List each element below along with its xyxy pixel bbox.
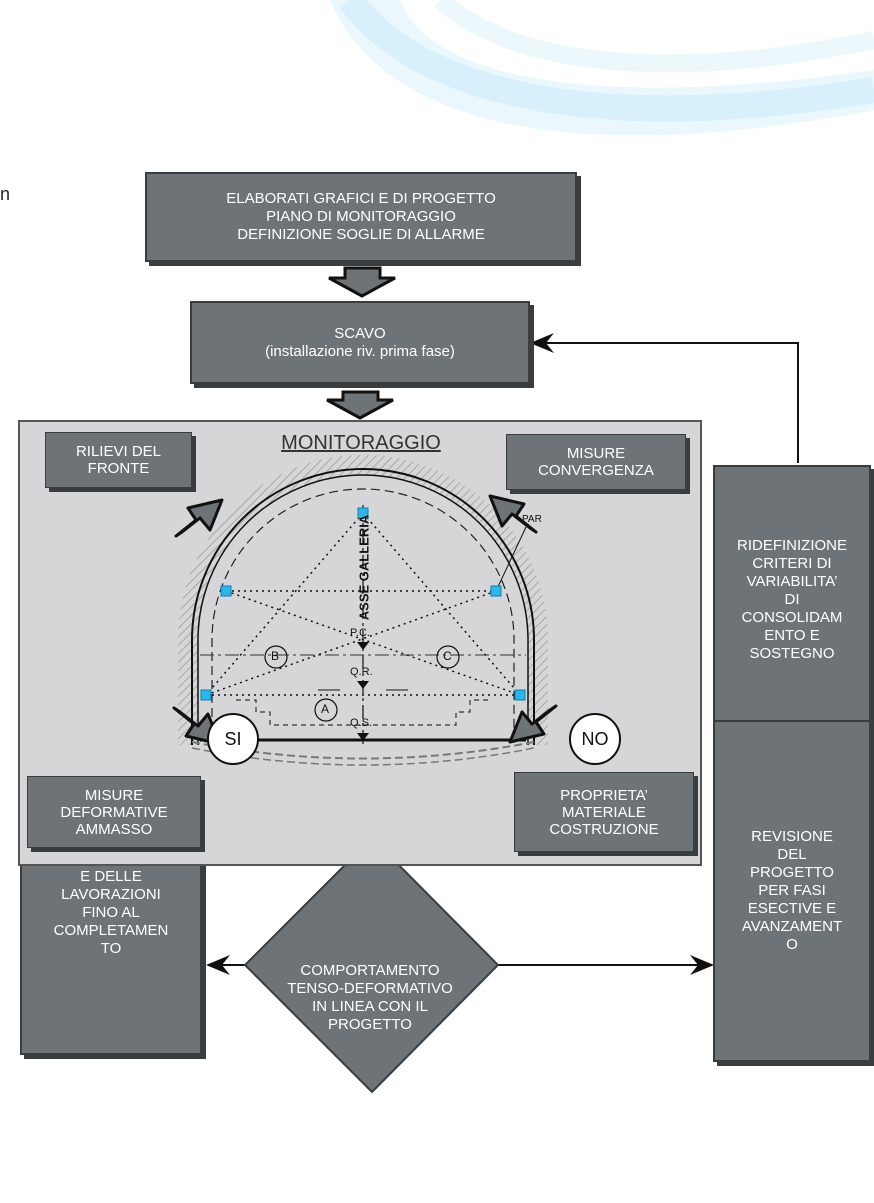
section-c-label: C bbox=[443, 649, 452, 663]
loop-line-up bbox=[530, 333, 799, 463]
project-box: ELABORATI GRAFICI E DI PROGETTO PIANO DI… bbox=[145, 172, 577, 262]
down-arrow-2 bbox=[326, 390, 394, 420]
misure-convergenza-box: MISURE CONVERGENZA bbox=[506, 434, 686, 490]
qr-label: Q.R. bbox=[350, 666, 373, 678]
par-label: PAR bbox=[522, 514, 542, 525]
tunnel-axis-label: ASSE GALLERIA bbox=[356, 514, 372, 621]
target-left-lower bbox=[200, 689, 212, 701]
target-right-lower bbox=[514, 689, 526, 701]
monitoring-title: MONITORAGGIO bbox=[281, 432, 441, 454]
revisione-box: REVISIONE DEL PROGETTO PER FASI ESECTIVE… bbox=[713, 720, 871, 1062]
decision-text: COMPORTAMENTO TENSO-DEFORMATIVO IN LINEA… bbox=[287, 962, 453, 1033]
proprieta-materiale-box: PROPRIETA’ MATERIALE COSTRUZIONE bbox=[514, 772, 694, 852]
ridefinizione-box: RIDEFINIZIONE CRITERI DI VARIABILITA’ DI… bbox=[713, 465, 871, 735]
background-swoosh bbox=[330, 0, 874, 136]
yes-label: SI bbox=[207, 713, 259, 765]
section-a-label: A bbox=[321, 702, 330, 716]
arrow-proprieta bbox=[508, 704, 558, 744]
no-label: NO bbox=[569, 713, 621, 765]
rilievi-fronte-box: RILIEVI DEL FRONTE bbox=[45, 432, 192, 488]
down-arrow-1 bbox=[328, 266, 396, 298]
target-top bbox=[357, 507, 369, 519]
section-b-label: B bbox=[271, 649, 280, 663]
decision-diamond-shape bbox=[243, 836, 500, 1094]
arrow-rilievi bbox=[174, 498, 224, 538]
scavo-box: SCAVO (installazione riv. prima fase) bbox=[190, 301, 530, 384]
qs-label: Q.S. bbox=[350, 717, 373, 729]
misure-deformative-box: MISURE DEFORMATIVE AMMASSO bbox=[27, 776, 201, 848]
arrow-convergenza bbox=[488, 494, 538, 534]
pc-label: P.C. bbox=[350, 627, 370, 639]
target-right-upper bbox=[490, 585, 502, 597]
cut-off-text: n bbox=[0, 184, 11, 204]
target-left-upper bbox=[220, 585, 232, 597]
